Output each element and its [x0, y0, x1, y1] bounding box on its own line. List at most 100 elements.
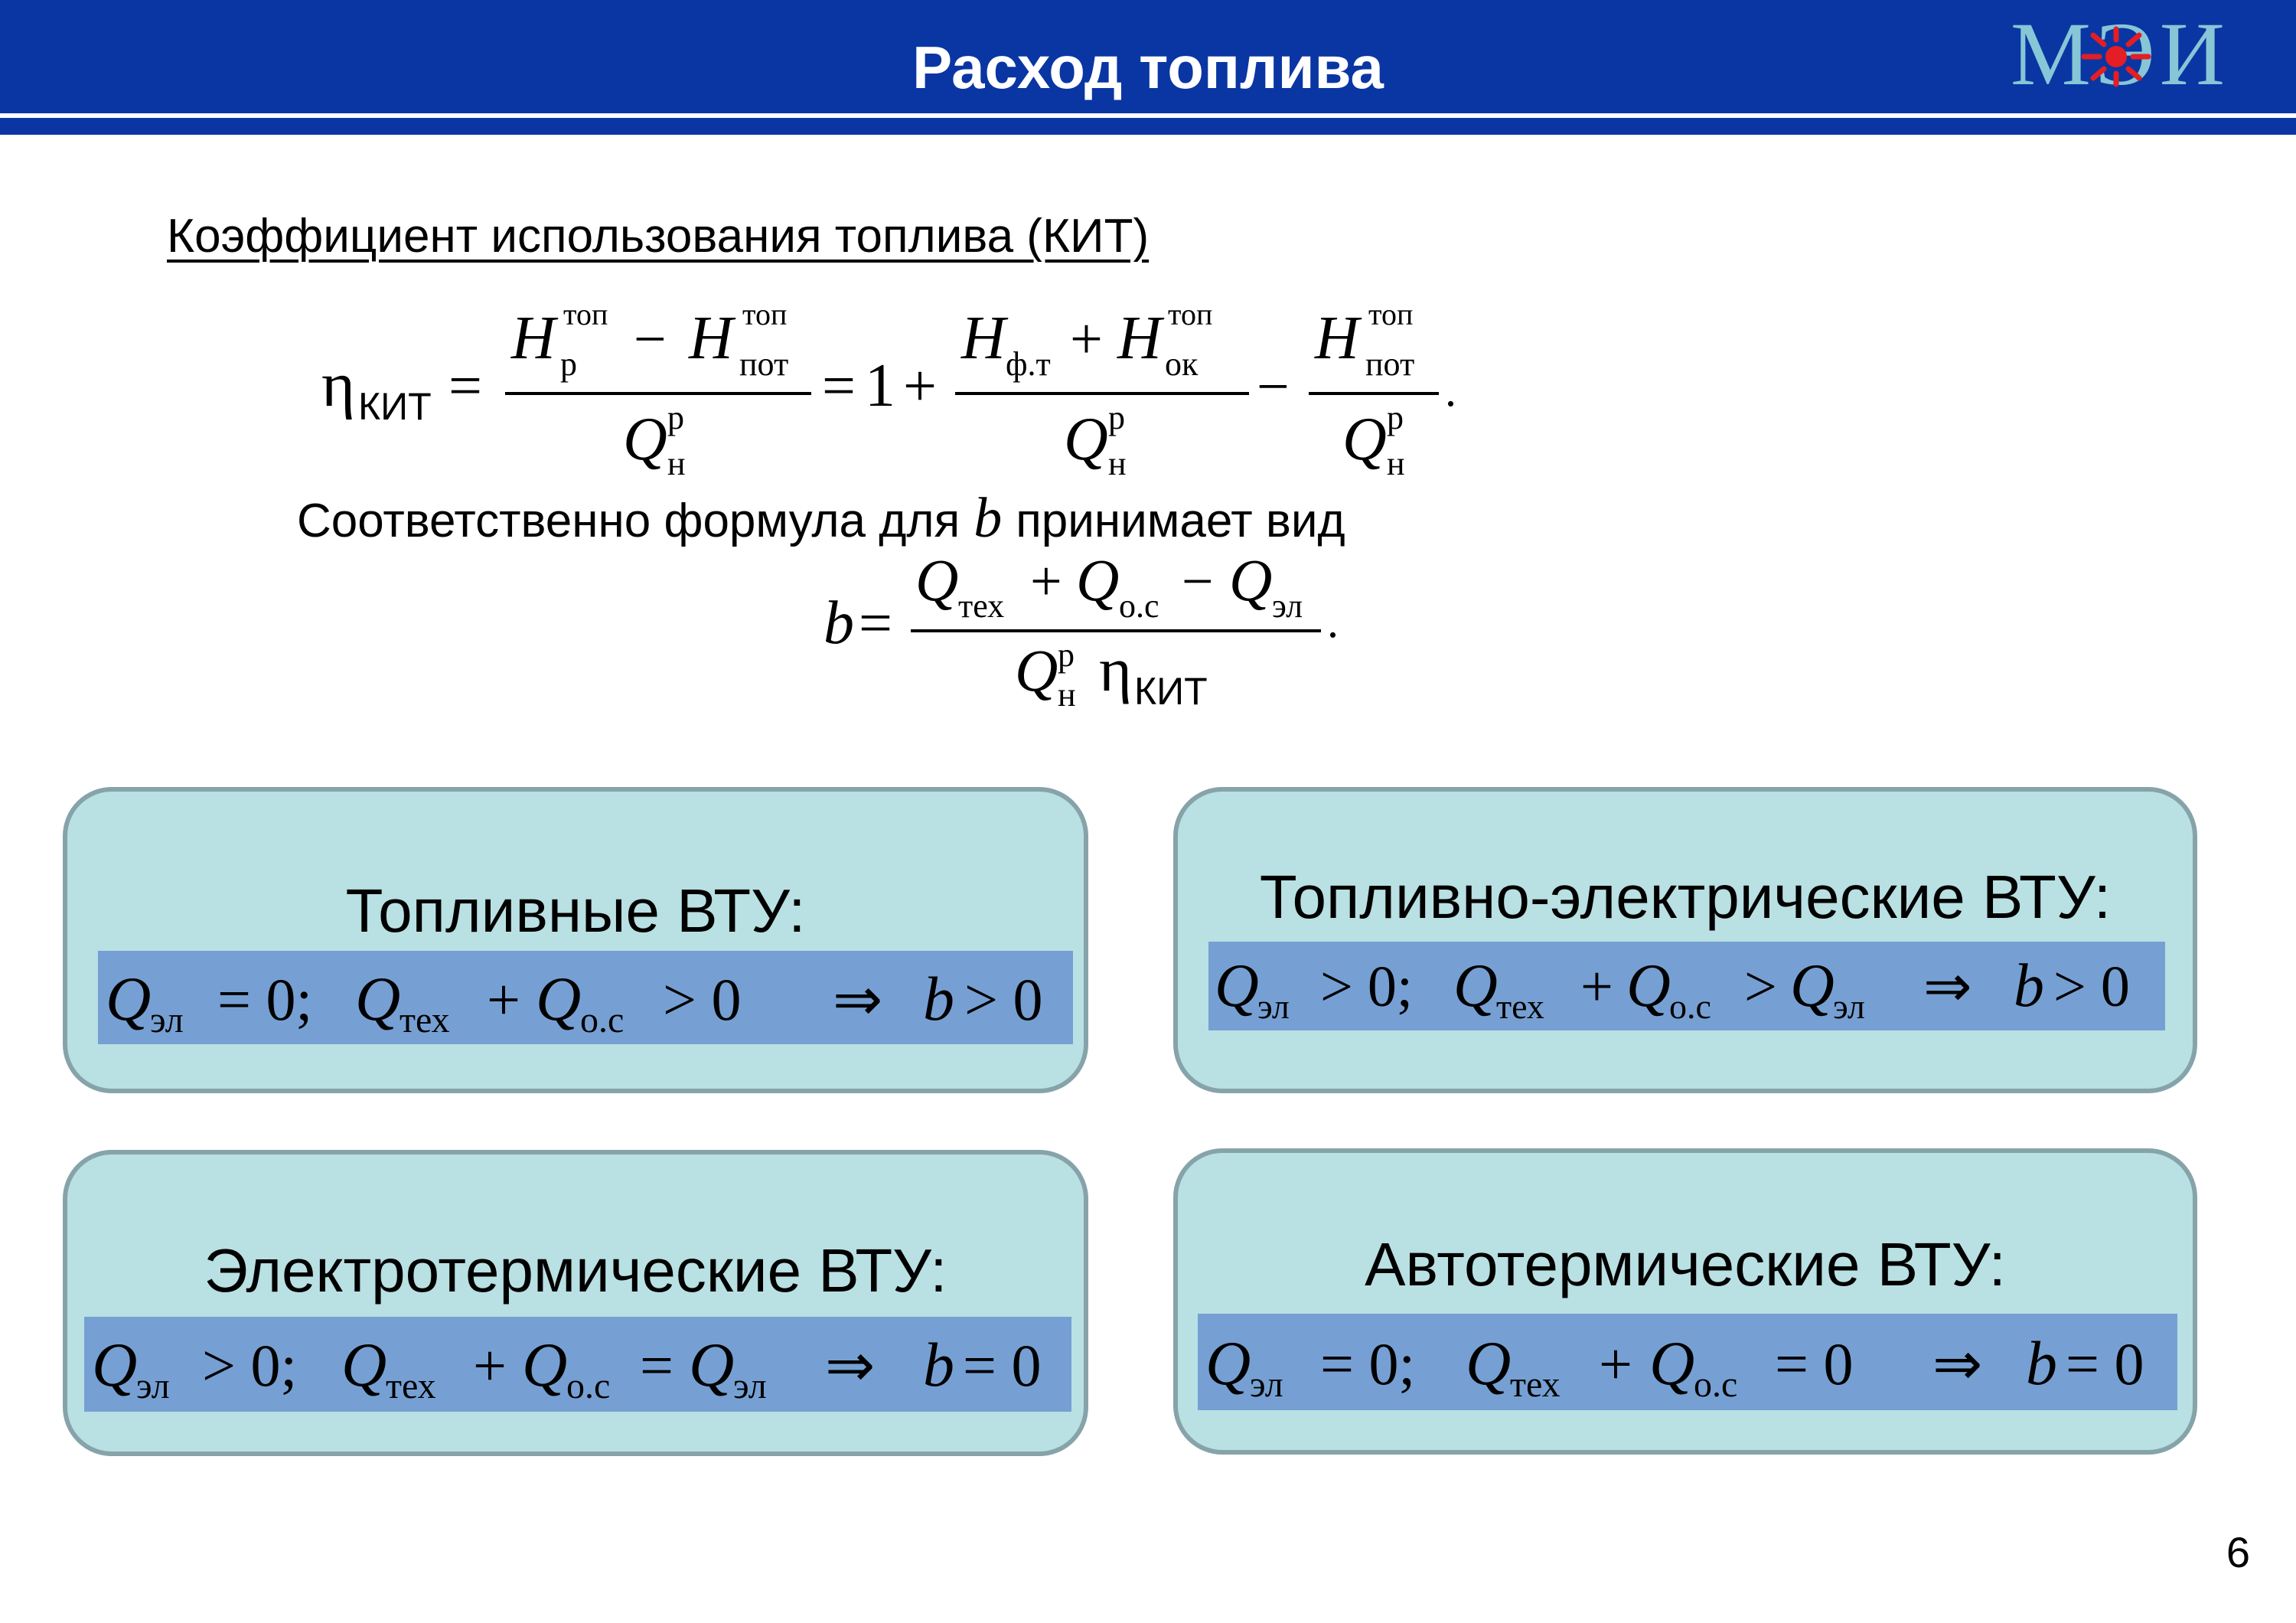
svg-text:= 0: = 0 [963, 1332, 1042, 1399]
svg-text:Q: Q [1790, 952, 1835, 1020]
svg-text:р: р [667, 399, 684, 436]
svg-text:H: H [1117, 305, 1165, 372]
svg-text:тех: тех [400, 1000, 450, 1040]
svg-text:> 0;: > 0; [202, 1332, 297, 1399]
svg-text:> 0: > 0 [663, 966, 742, 1033]
svg-text:о.с: о.с [1669, 987, 1711, 1026]
svg-text:топ: топ [1368, 297, 1413, 331]
svg-text:= 0;: = 0; [217, 966, 312, 1033]
svg-text:о.с: о.с [1119, 587, 1159, 625]
svg-text:Q: Q [1215, 952, 1259, 1020]
svg-text:тех: тех [958, 587, 1004, 625]
svg-text:о.с: о.с [1694, 1364, 1737, 1405]
svg-text:топ: топ [742, 297, 787, 331]
svg-text:=: = [859, 589, 892, 656]
svg-text:H: H [960, 305, 1009, 372]
svg-text:эл: эл [1272, 587, 1303, 625]
card-formula: Q эл = 0; Q тех + Q о.с = 0 ⇒ b = 0 [1198, 1314, 2177, 1410]
svg-text:H: H [1314, 305, 1362, 372]
svg-text:b: b [923, 1330, 954, 1399]
svg-text:b: b [2026, 1328, 2057, 1398]
svg-text:= 0;: = 0; [1320, 1331, 1415, 1397]
svg-text:тех: тех [1496, 987, 1544, 1026]
svg-text:Q: Q [92, 1330, 137, 1399]
svg-text:Q: Q [1205, 1328, 1251, 1398]
svg-text:н: н [667, 445, 686, 482]
svg-text:тех: тех [386, 1366, 436, 1406]
card-title: Автотермические ВТУ: [1365, 1230, 2006, 1298]
card-title: Топливно-электрические ВТУ: [1259, 863, 2112, 931]
svg-text:−: − [634, 307, 667, 371]
svg-text:н: н [1387, 445, 1405, 482]
svg-text:эл: эл [150, 1000, 184, 1040]
svg-text:⇒: ⇒ [833, 966, 882, 1033]
header-divider [0, 113, 2296, 118]
svg-text:= 0: = 0 [2066, 1331, 2144, 1397]
svg-text:+: + [1580, 955, 1613, 1019]
svg-text:=: = [640, 1332, 673, 1399]
svg-text:эл: эл [1257, 987, 1290, 1026]
logo-sun-icon [2081, 26, 2151, 87]
svg-text:⇒: ⇒ [825, 1332, 875, 1399]
intro-after: принимает вид [1016, 495, 1345, 547]
svg-text:−: − [1257, 354, 1290, 419]
svg-text:.: . [1445, 365, 1456, 416]
svg-text:η: η [1099, 635, 1132, 704]
kit-formula: η КИТ = H топ р − H топ пот Q р н = 1 + … [321, 297, 1456, 482]
svg-text:р: р [1058, 636, 1075, 674]
svg-text:+: + [1070, 307, 1103, 371]
header-bar [0, 0, 2296, 113]
svg-text:=: = [822, 352, 856, 419]
svg-text:=: = [448, 352, 482, 419]
svg-text:1: 1 [865, 352, 895, 420]
svg-text:Q: Q [1626, 952, 1671, 1020]
svg-text:Q: Q [1342, 406, 1387, 473]
svg-text:+: + [487, 966, 520, 1033]
svg-text:Q: Q [1015, 637, 1058, 704]
intro-before: Соответственно формула для [297, 495, 960, 547]
svg-text:Q: Q [1064, 406, 1108, 473]
svg-text:эл: эл [1833, 987, 1865, 1026]
section-heading: Коэффициент использования топлива (КИТ) [167, 210, 1150, 263]
svg-text:+: + [1599, 1331, 1632, 1397]
svg-text:+: + [473, 1332, 507, 1399]
svg-text:⇒: ⇒ [1932, 1331, 1982, 1397]
svg-text:b: b [823, 589, 854, 657]
b-formula: b = Q тех + Q о.с − Q эл Q р н η КИТ . [823, 551, 1339, 714]
svg-text:= 0: = 0 [1775, 1331, 1854, 1397]
svg-text:H: H [510, 305, 559, 372]
svg-text:Q: Q [1649, 1328, 1694, 1398]
svg-text:> 0: > 0 [2053, 955, 2130, 1019]
svg-text:+: + [1030, 551, 1062, 613]
svg-text:о.с: о.с [580, 1000, 624, 1040]
svg-text:Q: Q [623, 406, 667, 473]
intro-var-b: b [974, 487, 1003, 550]
svg-text:Q: Q [522, 1330, 567, 1399]
card-title: Топливные ВТУ: [345, 877, 806, 945]
svg-text:.: . [1327, 596, 1339, 647]
svg-text:b: b [2014, 952, 2044, 1020]
svg-text:−: − [1182, 551, 1214, 613]
svg-text:Q: Q [689, 1330, 734, 1399]
svg-text:b: b [923, 964, 954, 1034]
svg-text:Q: Q [536, 964, 581, 1034]
svg-text:КИТ: КИТ [358, 385, 432, 428]
card-fuel-electric-vtu: Топливно-электрические ВТУ: Q эл > 0; Q … [1173, 787, 2197, 1093]
slide-title: Расход топлива [912, 34, 1384, 101]
card-formula: Q эл > 0; Q тех + Q о.с = Q эл ⇒ b = 0 [84, 1317, 1071, 1412]
card-formula: Q эл = 0; Q тех + Q о.с > 0 ⇒ b > 0 [98, 951, 1073, 1044]
svg-text:тех: тех [1510, 1364, 1561, 1405]
card-electrothermal-vtu: Электротермические ВТУ: Q эл > 0; Q тех … [63, 1150, 1088, 1456]
card-fuel-vtu: Топливные ВТУ: Q эл = 0; Q тех + Q о.с >… [63, 787, 1088, 1093]
svg-text:р: р [1108, 399, 1125, 436]
header-bottom-band [0, 118, 2296, 135]
svg-text:топ: топ [1168, 297, 1212, 331]
svg-text:>: > [1744, 955, 1777, 1019]
svg-text:эл: эл [733, 1366, 767, 1406]
svg-text:ф.т: ф.т [1006, 345, 1051, 383]
svg-text:Q: Q [1466, 1328, 1511, 1398]
svg-text:эл: эл [136, 1366, 170, 1406]
svg-text:Q: Q [1076, 551, 1119, 613]
svg-text:о.с: о.с [566, 1366, 610, 1406]
